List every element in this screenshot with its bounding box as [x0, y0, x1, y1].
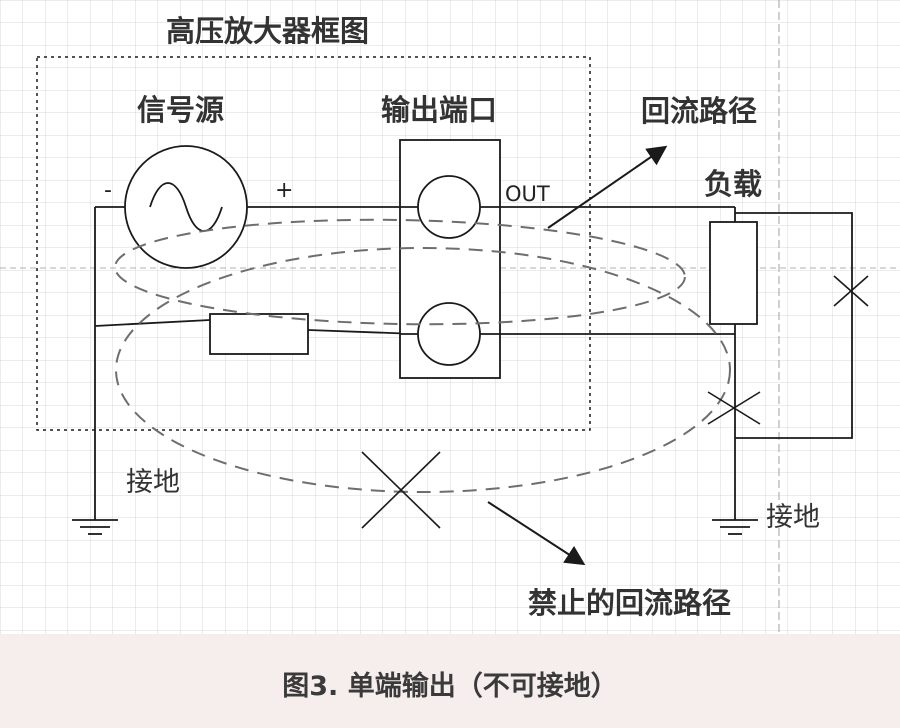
forbidden-path-arrow — [487, 501, 586, 566]
circuit-diagram — [0, 0, 900, 634]
plus-sign-label: + — [275, 178, 294, 203]
x-cross-icon — [361, 451, 441, 529]
ground-symbol-icon — [72, 519, 118, 535]
ground-left-label: 接地 — [126, 467, 180, 498]
output-port-label: 输出端口 — [381, 93, 498, 127]
return-path-arrow — [547, 145, 668, 229]
bottom-wire-left — [94, 319, 211, 327]
out-terminal-top — [417, 175, 481, 239]
minus-sign-label: - — [104, 178, 112, 203]
load-bypass-loop — [735, 212, 853, 439]
ground-symbol-icon — [712, 519, 758, 535]
caption-band — [0, 634, 900, 728]
forbidden-return-path-loop — [115, 247, 731, 493]
signal-source-label: 信号源 — [137, 93, 225, 127]
amplifier-box-title: 高压放大器框图 — [166, 14, 370, 48]
figure-caption: 图3. 单端输出（不可接地） — [282, 671, 618, 702]
load-label: 负载 — [704, 167, 763, 201]
out-terminal-bottom — [417, 302, 481, 366]
return-path-label: 回流路径 — [641, 94, 758, 128]
sine-wave — [149, 182, 223, 232]
ground-right-label: 接地 — [766, 502, 820, 533]
series-resistor — [209, 313, 309, 355]
return-path-loop — [114, 218, 686, 326]
out-terminal-label: OUT — [505, 182, 550, 206]
x-cross-icon — [833, 275, 869, 307]
forbidden-return-path-label: 禁止的回流路径 — [528, 586, 732, 620]
x-cross-icon — [707, 391, 761, 425]
load-resistor — [709, 221, 758, 325]
